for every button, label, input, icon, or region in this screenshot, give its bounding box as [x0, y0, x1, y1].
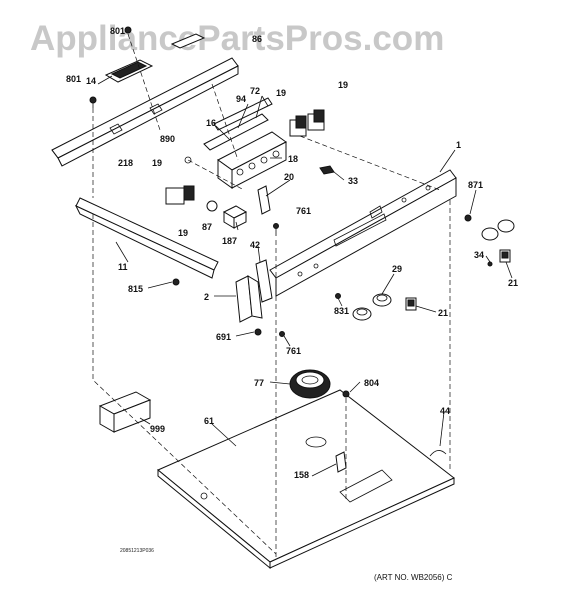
part-18-control-board[interactable] — [217, 131, 287, 189]
part-44-hook[interactable] — [429, 450, 447, 457]
callout-87: 87 — [202, 222, 212, 232]
callout-86: 86 — [252, 34, 262, 44]
part-1-control-panel[interactable] — [269, 169, 457, 297]
callout-19-top-a: 19 — [276, 88, 286, 98]
part-871-screw[interactable] — [464, 214, 472, 222]
watermark-text: AppliancePartsPros.com — [30, 19, 444, 58]
callout-218: 218 — [118, 158, 133, 168]
callout-44: 44 — [440, 406, 450, 416]
callout-815: 815 — [128, 284, 143, 294]
part-815-screw[interactable] — [172, 278, 180, 286]
part-691-screw[interactable] — [254, 328, 262, 336]
part-knob-right-a[interactable] — [481, 227, 499, 241]
part-61-base-pan[interactable] — [157, 389, 455, 570]
callout-1: 1 — [456, 140, 461, 150]
callout-831: 831 — [334, 306, 349, 316]
part-19-switch-left[interactable] — [165, 185, 195, 205]
part-2-side-bracket[interactable] — [235, 275, 263, 323]
part-19-switch-top-a[interactable] — [289, 115, 307, 137]
part-33-clip[interactable] — [319, 165, 335, 175]
callout-890: 890 — [160, 134, 175, 144]
part-21-knob-lower[interactable] — [405, 297, 417, 311]
part-804-screw[interactable] — [342, 390, 350, 398]
part-72-trim[interactable] — [261, 95, 269, 107]
part-16-panel-strip[interactable] — [203, 113, 269, 151]
callout-16: 16 — [206, 118, 216, 128]
callout-21-right: 21 — [508, 278, 518, 288]
part-knob-right-b[interactable] — [497, 219, 515, 233]
callout-94: 94 — [236, 94, 246, 104]
part-801-screw-left[interactable] — [89, 96, 97, 108]
callout-19-top-b: 19 — [338, 80, 348, 90]
callout-21-lower: 21 — [438, 308, 448, 318]
part-11-front-rail[interactable] — [74, 197, 219, 279]
part-86-clip[interactable] — [170, 33, 206, 49]
callout-29: 29 — [392, 264, 402, 274]
part-14-bracket[interactable] — [104, 59, 154, 83]
callout-761-upper: 761 — [296, 206, 311, 216]
part-761-screw-lower[interactable] — [279, 331, 285, 337]
part-999-box[interactable] — [98, 391, 152, 433]
callout-18: 18 — [288, 154, 298, 164]
callout-33: 33 — [348, 176, 358, 186]
callout-804: 804 — [364, 378, 379, 388]
part-761-screw-upper[interactable] — [273, 223, 279, 237]
leader-lines — [97, 75, 513, 477]
callout-19-lower: 19 — [178, 228, 188, 238]
callout-72: 72 — [250, 86, 260, 96]
callout-999: 999 — [150, 424, 165, 434]
part-20-bracket[interactable] — [257, 185, 271, 215]
callout-11: 11 — [118, 262, 128, 272]
callout-691: 691 — [216, 332, 231, 342]
callout-20: 20 — [284, 172, 294, 182]
callout-2: 2 — [204, 292, 209, 302]
part-21-knob-right[interactable] — [499, 249, 511, 263]
alignment-lines — [92, 33, 451, 560]
part-890-spring[interactable] — [184, 156, 192, 164]
part-29-knob-b[interactable] — [372, 293, 392, 307]
part-29-knob-a[interactable] — [352, 307, 372, 321]
callout-61: 61 — [204, 416, 214, 426]
part-19-switch-top-b[interactable] — [307, 109, 325, 131]
part-831-screw[interactable] — [335, 293, 341, 299]
part-187-block[interactable] — [222, 205, 248, 229]
callout-761-lower: 761 — [286, 346, 301, 356]
callout-42: 42 — [250, 240, 260, 250]
part-87-knob-shaft[interactable] — [206, 200, 218, 212]
art-number: (ART NO. WB2056) C — [374, 573, 453, 582]
callout-187: 187 — [222, 236, 237, 246]
callout-14: 14 — [86, 76, 96, 86]
callout-34: 34 — [474, 250, 484, 260]
part-34-screw[interactable] — [487, 261, 493, 267]
part-218-rear-panel[interactable] — [51, 57, 239, 167]
catalog-code: 20851213P036 — [120, 548, 154, 554]
part-801-screw-top[interactable] — [124, 26, 132, 34]
part-158-bracket[interactable] — [335, 451, 347, 473]
callout-77: 77 — [254, 378, 264, 388]
part-77-coil[interactable] — [289, 369, 331, 399]
callout-801-top: 801 — [110, 26, 125, 36]
part-94-trim[interactable] — [213, 97, 273, 131]
callout-labels: 801 86 14 801 218 94 72 16 19 19 890 18 … — [66, 26, 518, 480]
callout-801-left: 801 — [66, 74, 81, 84]
callout-19-left: 19 — [152, 158, 162, 168]
callout-158: 158 — [294, 470, 309, 480]
callout-871: 871 — [468, 180, 483, 190]
part-42-bracket[interactable] — [255, 259, 273, 303]
